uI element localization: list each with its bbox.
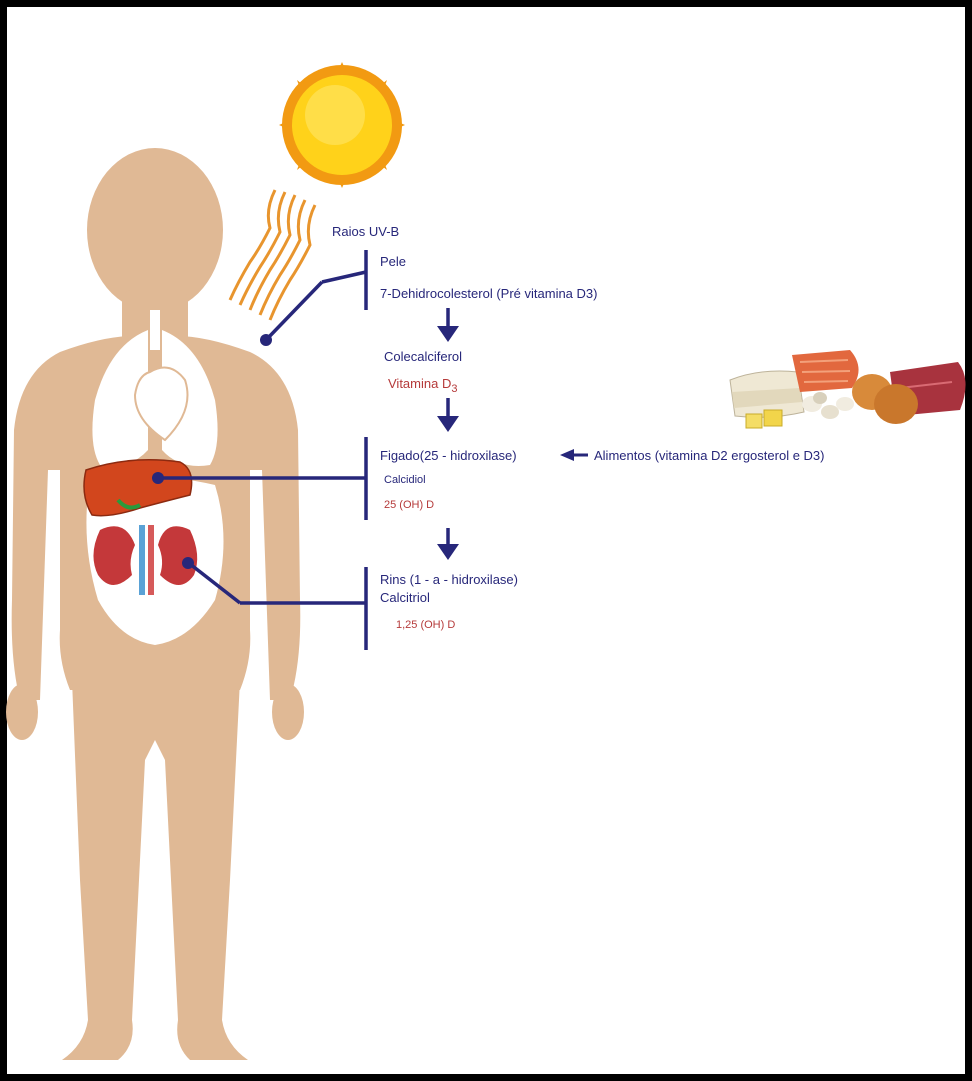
skin-point-marker [260, 334, 272, 346]
down-arrow-icon [437, 528, 459, 560]
skin-label: Pele [380, 254, 406, 269]
dehydrocholesterol-label: 7-Dehidrocolesterol (Pré vitamina D3) [380, 286, 597, 301]
oh25-label: 25 (OH) D [384, 499, 434, 511]
foods-label: Alimentos (vitamina D2 ergosterol e D3) [594, 448, 824, 463]
sun-icon [279, 62, 405, 188]
colecalciferol-label: Colecalciferol [384, 349, 462, 364]
down-arrow-icon [437, 398, 459, 432]
uvb-label: Raios UV-B [332, 224, 399, 239]
calcitriol-label: Calcitriol [380, 590, 430, 605]
oh125-label: 1,25 (OH) D [396, 619, 455, 631]
liver-label: Figado(25 - hidroxilase) [380, 448, 517, 463]
calcidiol-label: Calcidiol [384, 474, 426, 486]
left-arrow-icon [560, 449, 588, 461]
vitamin-d3-subscript: 3 [451, 383, 457, 395]
liver-point-marker [152, 472, 164, 484]
vitamin-d3-main: Vitamina D [388, 376, 451, 391]
food-icon [730, 350, 966, 428]
kidney-label: Rins (1 - a - hidroxilase) [380, 572, 518, 587]
down-arrow-icon [437, 308, 459, 342]
kidney-point-marker [182, 557, 194, 569]
vitamin-d3-label: Vitamina D3 [388, 376, 457, 395]
